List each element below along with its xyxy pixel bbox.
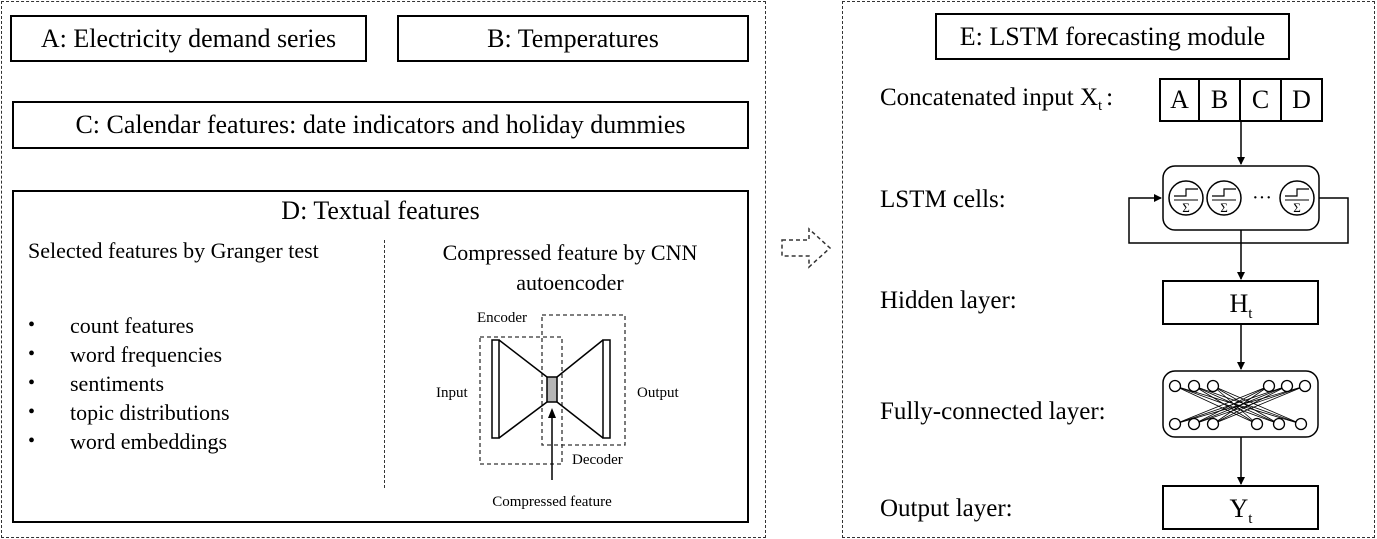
concat-input-label: Concatenated input Xt: [880,84,1113,115]
input-features-panel [1,1,766,538]
input-cell-d: D [1282,78,1323,122]
input-label: Input [436,385,468,401]
lstm-module-title-label: E: LSTM forecasting module [959,21,1266,51]
lstm-module-panel [842,1,1375,538]
autoencoder-diagram: Encoder Decoder Input Output Compressed … [436,310,680,510]
fc-node [1298,379,1312,393]
compressed-pointer-arrowhead [548,408,556,418]
fc-node [1168,417,1182,431]
cnn-heading-line1: Compressed feature by CNN [442,240,698,265]
box-temperatures: B: Temperatures [397,15,749,62]
input-layer-bar [491,339,500,439]
column-divider [384,240,385,488]
box-textual-features [12,190,749,523]
input-vector: A B C D [1159,78,1323,122]
textual-features-title: D: Textual features [281,196,480,225]
fc-container [1162,370,1319,438]
concat-input-text: Concatenated input X [880,84,1098,111]
fc-node [1187,379,1201,393]
decoder-top-edge [556,339,604,378]
sigma-symbol: Σ [1182,200,1190,215]
concat-input-colon: : [1106,84,1114,111]
box-electricity-demand-label: A: Electricity demand series [40,23,337,53]
input-cell-b: B [1200,78,1241,122]
flow-arrow [781,227,832,269]
sigma-symbol: Σ [1293,200,1301,215]
box-electricity-demand: A: Electricity demand series [10,15,367,62]
input-cell-c: C [1241,78,1282,122]
fc-node [1206,379,1220,393]
sigma-symbol: Σ [1220,200,1228,215]
box-temperatures-label: B: Temperatures [487,23,659,53]
output-layer-bar [602,339,611,439]
list-item: word embeddings [26,427,366,456]
list-item: word frequencies [26,340,366,369]
encoder-bottom-edge [498,401,548,439]
fc-node [1272,417,1286,431]
recurrent-loop [1128,194,1349,244]
compressed-feature-label: Compressed feature [492,494,612,510]
box-calendar-features: C: Calendar features: date indicators an… [12,101,749,149]
fc-node [1206,417,1220,431]
list-item: sentiments [26,369,366,398]
cnn-heading-line2: autoencoder [516,270,624,295]
fully-connected-label: Fully-connected layer: [880,398,1106,425]
lstm-network-graphic: Σ Σ ··· Σ Ht [1128,122,1349,530]
output-layer-label: Output layer: [880,495,1013,522]
output-layer-value: Yt [1230,494,1254,527]
hidden-layer-box [1162,280,1319,325]
output-layer-box [1162,485,1319,530]
input-cell-a: A [1159,78,1200,122]
lstm-cells-label: LSTM cells: [880,186,1006,213]
encoder-label: Encoder [477,310,527,326]
fc-node [1187,417,1201,431]
box-calendar-features-label: C: Calendar features: date indicators an… [75,110,686,139]
encoder-top-edge [498,339,548,378]
concat-input-subscript: t [1098,98,1103,114]
granger-heading: Selected features by Granger test [28,238,319,263]
fc-node [1280,379,1294,393]
cnn-heading: Compressed feature by CNN autoencoder [400,238,740,298]
fc-node [1294,417,1308,431]
feature-list: count features word frequencies sentimen… [26,311,366,456]
output-label: Output [637,385,680,401]
decoder-label: Decoder [572,452,623,468]
lstm-cell: Σ [1206,180,1242,216]
compressed-feature-bar [546,376,558,403]
lstm-ellipsis: ··· [1252,187,1272,209]
fc-nodes [1168,379,1312,431]
lstm-cell: Σ [1279,180,1315,216]
fc-node [1168,379,1182,393]
list-item: topic distributions [26,398,366,427]
lstm-module-title: E: LSTM forecasting module [935,13,1290,60]
fc-node [1250,417,1264,431]
decoder-bottom-edge [556,401,604,439]
lstm-cell: Σ [1168,180,1204,216]
list-item: count features [26,311,366,340]
hidden-layer-label: Hidden layer: [880,287,1017,314]
fc-connections [1174,385,1306,425]
decoder-region [541,314,626,446]
hidden-layer-value: Ht [1230,289,1254,322]
fc-node [1262,379,1276,393]
